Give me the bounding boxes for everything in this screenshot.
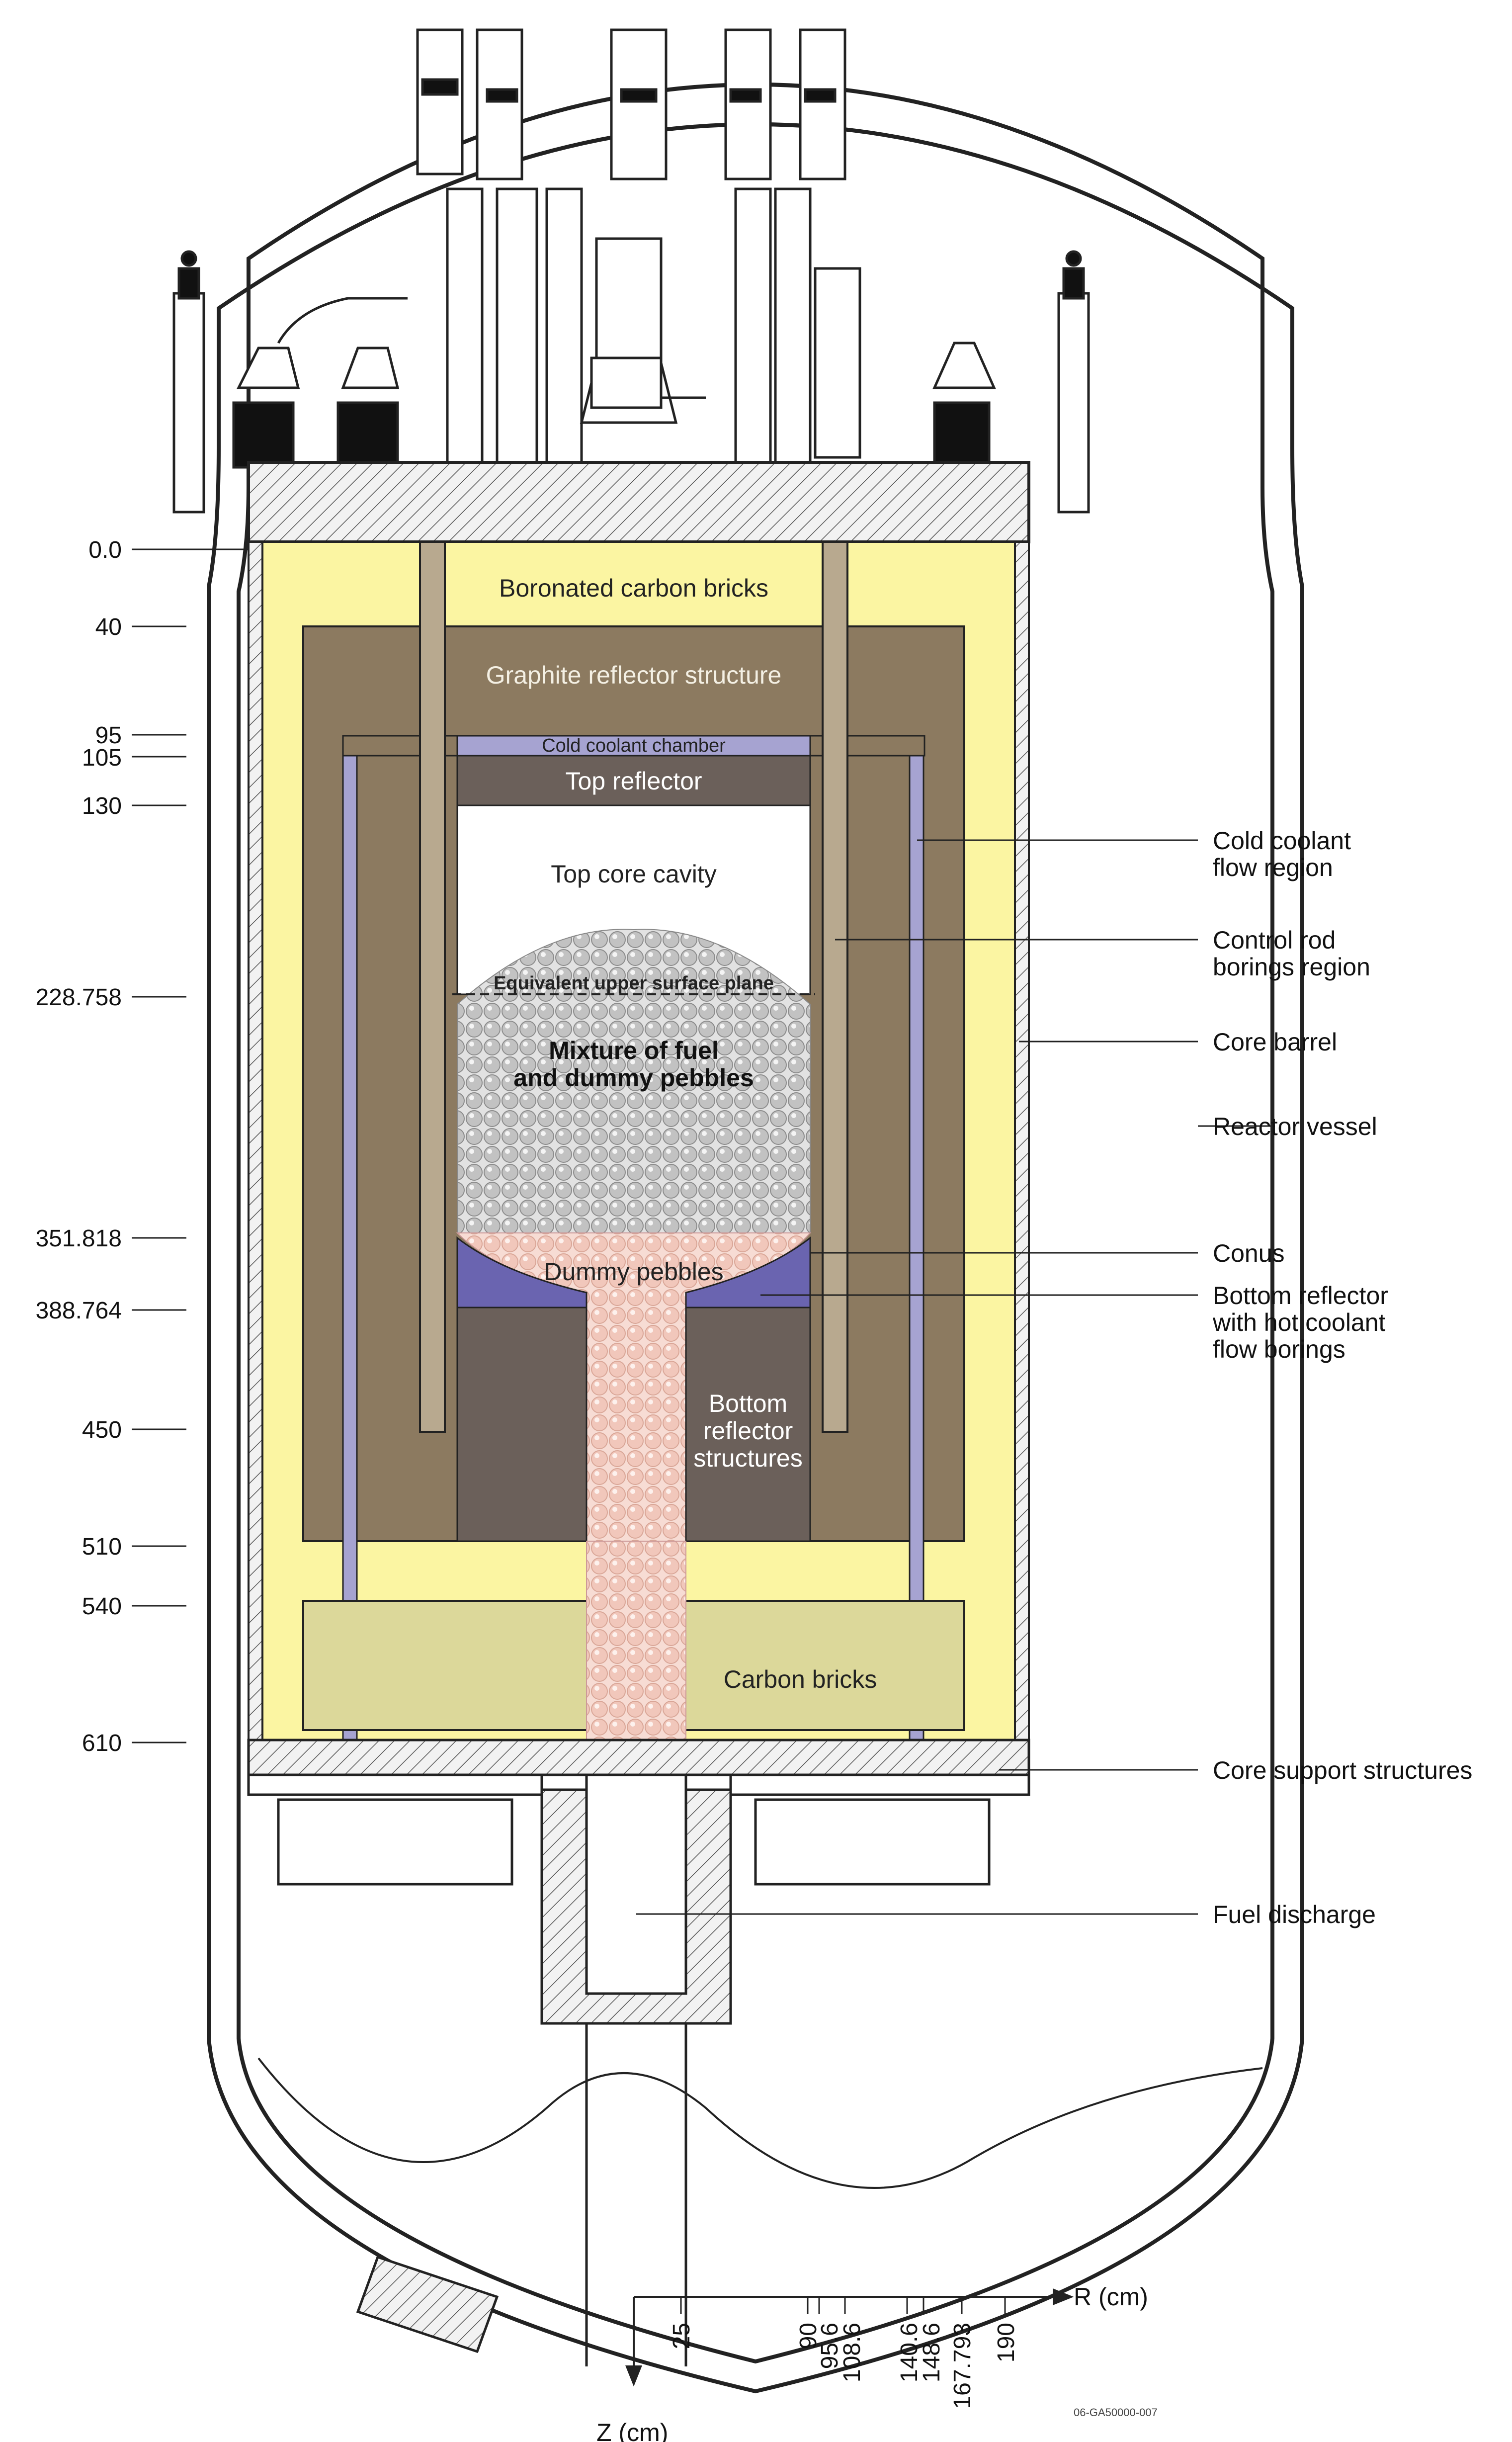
r-tick-5: 148.6 [919,2323,945,2382]
callout-bottom-refl-3: flow borings [1213,1335,1345,1363]
callout-leaders [636,839,1275,1915]
callout-core-barrel: Core barrel [1213,1028,1337,1056]
z-tick-3: 105 [82,745,122,771]
label-boronated: Boronated carbon bricks [499,574,768,602]
r-tick-2: 95.6 [817,2323,843,2369]
callout-labels: Cold coolant flow region Control rod bor… [1212,827,1472,1928]
z-tick-4: 130 [82,793,122,819]
r-tick-1: 90 [795,2323,822,2349]
z-tick-10: 540 [82,1593,122,1620]
callout-reactor-vessel: Reactor vessel [1213,1113,1377,1140]
control-rod-left [419,541,446,1433]
z-tick-6: 351.818 [35,1225,122,1252]
label-carbon: Carbon bricks [724,1665,877,1693]
bottom-reflector-left [456,1307,588,1542]
conus-right [685,1236,811,1308]
top-plate [247,461,1030,543]
callout-conus: Conus [1213,1239,1285,1267]
lower-plenum-line [257,2057,1263,2189]
callout-control-rod-1: Control rod [1213,926,1336,954]
top-reflector [456,755,811,806]
z-axis-label: Z (cm) [596,2419,668,2442]
callout-fuel-discharge: Fuel discharge [1213,1901,1376,1928]
bottom-reflector-right [685,1307,811,1542]
r-axis-ticks [680,2297,1006,2314]
callout-cold-flow-2: flow region [1213,854,1333,881]
cold-coolant-chamber [456,735,811,757]
side-nozzles [172,250,1090,514]
cold-coolant-channel-left [342,755,358,1741]
callout-control-rod-2: borings region [1213,953,1370,981]
z-tick-0: 0.0 [88,537,122,563]
control-rod-right [822,541,848,1433]
label-bottom-refl-1: Bottom [709,1390,787,1417]
z-tick-11: 610 [82,1730,122,1756]
r-tick-3: 108.6 [839,2323,865,2382]
fuel-discharge [540,1773,732,2366]
z-tick-2: 95 [95,722,122,749]
r-tick-0: 25 [669,2323,695,2349]
label-dummy: Dummy pebbles [544,1258,723,1286]
axes-origin [625,2288,1074,2387]
region-labels: Boronated carbon bricks Graphite reflect… [486,574,877,1693]
z-tick-7: 388.764 [35,1298,122,1324]
r-axis-label: R (cm) [1074,2283,1148,2311]
cold-coolant-channel-right [909,755,924,1741]
label-bottom-refl-3: structures [693,1444,803,1472]
core-barrel-right [1014,541,1030,1766]
label-upper-plane: Equivalent upper surface plane [494,973,774,994]
drawing-id: 06-GA50000-007 [1074,2406,1158,2419]
r-tick-7: 190 [993,2323,1019,2362]
z-tick-1: 40 [95,614,122,640]
z-tick-5: 228.758 [35,984,122,1011]
callout-cold-flow-1: Cold coolant [1213,827,1351,855]
label-mixture-1: Mixture of fuel [549,1037,719,1064]
label-graphite: Graphite reflector structure [486,661,782,689]
label-top-reflector: Top reflector [565,767,702,795]
top-head-internals [232,28,996,469]
r-tick-4: 140.6 [896,2323,923,2382]
pebble-mixture [457,929,811,1233]
r-tick-6: 167.793 [949,2323,976,2409]
label-cold-chamber: Cold coolant chamber [542,735,726,756]
z-axis-labels: 0.0 40 95 105 130 228.758 351.818 388.76… [35,537,122,1756]
label-bottom-refl-2: reflector [703,1417,793,1445]
z-tick-8: 450 [82,1417,122,1443]
r-axis-labels: 25 90 95.6 108.6 140.6 148.6 167.793 190 [669,2323,1019,2409]
z-axis-ticks [132,548,249,1744]
label-top-cavity: Top core cavity [551,860,716,888]
callout-core-support: Core support structures [1213,1756,1472,1784]
callout-bottom-refl-2: with hot coolant [1212,1308,1386,1336]
callout-bottom-refl-1: Bottom reflector [1213,1282,1388,1309]
conus-left [456,1236,588,1308]
z-tick-9: 510 [82,1534,122,1560]
label-mixture-2: and dummy pebbles [513,1064,754,1092]
bottom-nozzle [356,2255,499,2354]
core-barrel-left [248,541,263,1766]
